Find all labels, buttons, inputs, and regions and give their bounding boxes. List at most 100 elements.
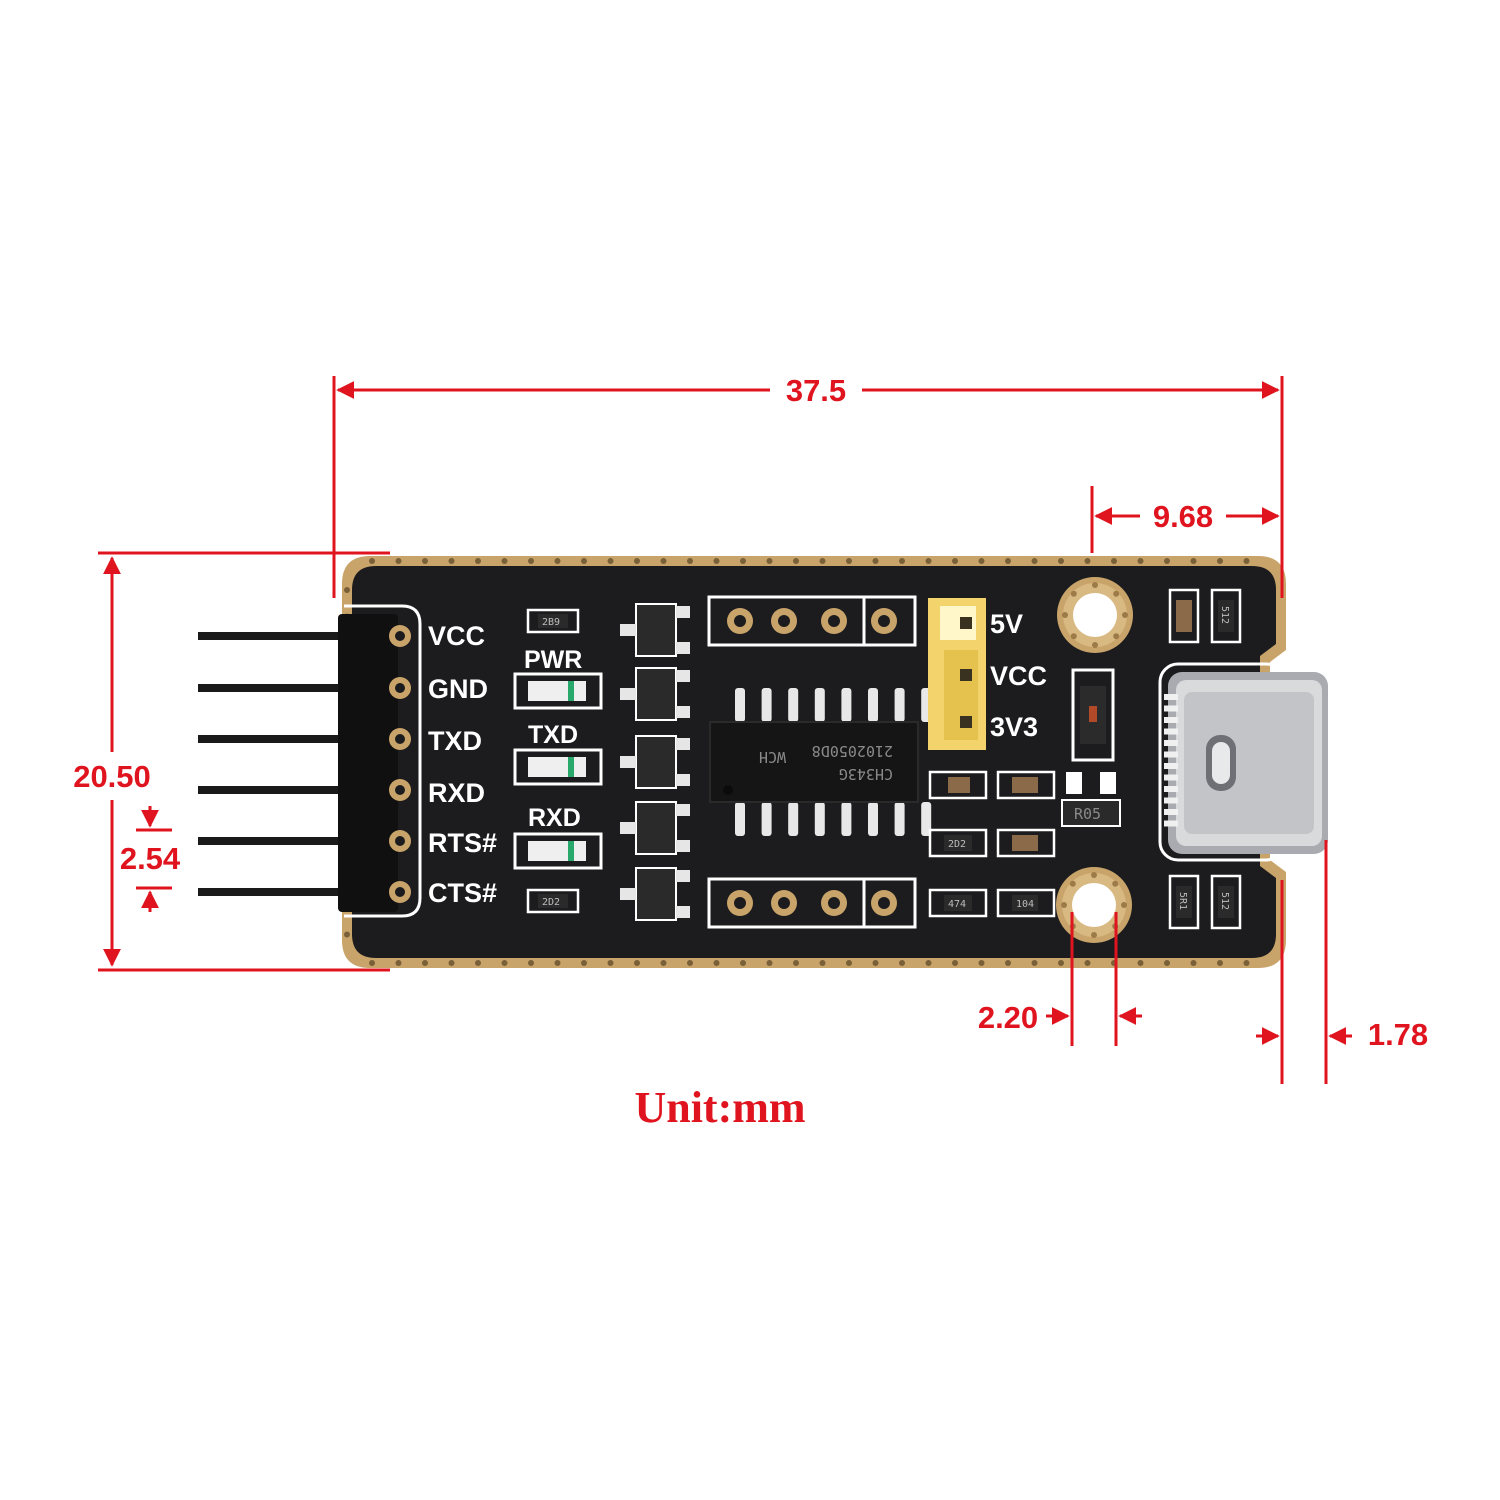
edge-dot: [819, 960, 826, 966]
sot23-lead: [620, 888, 636, 900]
header-pad-hole: [395, 683, 405, 693]
mounting-hole-top: [1057, 577, 1133, 653]
jumper-label-5v: 5V: [990, 609, 1023, 639]
edge-dot: [395, 960, 402, 966]
hole-via: [1121, 902, 1127, 908]
sot23-lead: [676, 606, 690, 618]
sot23-lead: [620, 624, 636, 636]
edge-dot: [952, 558, 958, 564]
header-pin: [198, 837, 338, 845]
edge-dot: [581, 558, 587, 564]
edge-dot: [1005, 558, 1011, 564]
sot23-lead: [676, 738, 690, 750]
pin-labels: VCC GND TXD RXD RTS# CTS#: [428, 621, 497, 908]
hole-via: [1069, 880, 1076, 887]
edge-dot: [554, 558, 561, 564]
sot23-body: [635, 801, 677, 855]
sot23-body: [635, 735, 677, 789]
edge-dot: [344, 587, 350, 593]
pin-label-rts: RTS#: [428, 828, 497, 858]
hole-via: [1113, 590, 1120, 597]
usb-contact: [1164, 763, 1178, 769]
marking-2d2-a: 2D2: [542, 897, 560, 908]
edge-dot: [1084, 558, 1091, 564]
edge-dot: [528, 960, 534, 966]
ic-leg: [788, 688, 799, 722]
sot23-body: [635, 867, 677, 921]
marking-104: 104: [1016, 899, 1034, 910]
pin-header-housing: [338, 614, 398, 912]
hole-via: [1062, 612, 1068, 618]
sot23-body: [635, 667, 677, 721]
dim-height-total: 20.50: [73, 759, 151, 794]
usb-contact: [1164, 786, 1178, 792]
ch343g-chip: CH343G 2102050D8 WCH: [709, 688, 932, 836]
passive-components: 2D2 474 104: [928, 770, 1056, 918]
hole-via: [1092, 642, 1098, 648]
ic-leg: [841, 802, 852, 836]
dim-usb-protrusion: 1.78: [1368, 1017, 1428, 1052]
protection-diode: [1071, 668, 1115, 762]
led-label-rxd: RXD: [528, 804, 581, 832]
edge-dot: [344, 931, 350, 938]
jumper-label-3v3: 3V3: [990, 712, 1038, 742]
status-leds: PWR TXD RXD: [513, 646, 603, 870]
pin-label-cts: CTS#: [428, 878, 497, 908]
header-pin: [198, 735, 338, 743]
header-pad-hole: [395, 836, 405, 846]
edge-dot: [846, 558, 852, 564]
edge-dot: [766, 960, 773, 966]
led-txd: [528, 757, 586, 777]
usb-contact: [1164, 728, 1178, 735]
usb-contact: [1164, 820, 1178, 827]
edge-dot: [819, 558, 826, 564]
sot23-lead: [676, 670, 690, 682]
led-rxd-outline: [513, 832, 603, 870]
marking-5r1: 5R1: [1177, 892, 1188, 910]
edge-dot: [1058, 558, 1064, 564]
hole-via: [1070, 633, 1077, 640]
led-pwr-mark: [568, 681, 574, 701]
pin-label-rxd: RXD: [428, 778, 485, 808]
edge-dot: [925, 558, 932, 564]
header-pin: [198, 888, 338, 896]
r05-part: R05: [1061, 772, 1121, 827]
sot23-lead: [620, 822, 636, 834]
edge-dot: [475, 960, 481, 966]
edge-dot: [1031, 558, 1038, 564]
edge-dot: [899, 960, 905, 966]
sot23-transistors: [620, 603, 690, 921]
dimension-labels: 37.5 9.68 20.50 2.54 2.20 1.78: [73, 373, 1428, 1052]
edge-dot: [422, 960, 428, 966]
edge-dot: [395, 558, 402, 564]
ic-leg: [868, 688, 878, 722]
header-pin: [198, 684, 338, 692]
usb-contact: [1164, 740, 1178, 746]
chip-date-code: 2102050D8: [812, 742, 893, 760]
edge-dot: [713, 558, 720, 564]
edge-dot: [687, 960, 693, 966]
ic-leg: [841, 688, 852, 722]
dimension-lines: [98, 376, 1352, 1084]
marking-512-b: 512: [1219, 892, 1230, 910]
bottom-4pin-pads: [707, 877, 917, 929]
marking-474: 474: [948, 899, 966, 910]
led-rxd: [528, 841, 586, 861]
sot23-lead: [676, 706, 690, 718]
edge-dot: [1084, 960, 1091, 966]
sot23-body: [635, 603, 677, 657]
led-resistors: 2B9 2D2: [526, 608, 580, 914]
edge-dot: [793, 960, 799, 966]
ic-leg: [921, 802, 932, 836]
ic-leg: [788, 802, 799, 836]
usb-contact: [1164, 705, 1178, 712]
led-label-pwr: PWR: [524, 646, 582, 674]
edge-dot: [369, 960, 375, 966]
edge-dot: [1137, 558, 1144, 564]
edge-dot: [687, 558, 693, 564]
edge-dot: [713, 960, 720, 966]
edge-dot: [607, 960, 614, 966]
led-pwr: [528, 681, 586, 701]
ic-legs: [735, 688, 932, 836]
